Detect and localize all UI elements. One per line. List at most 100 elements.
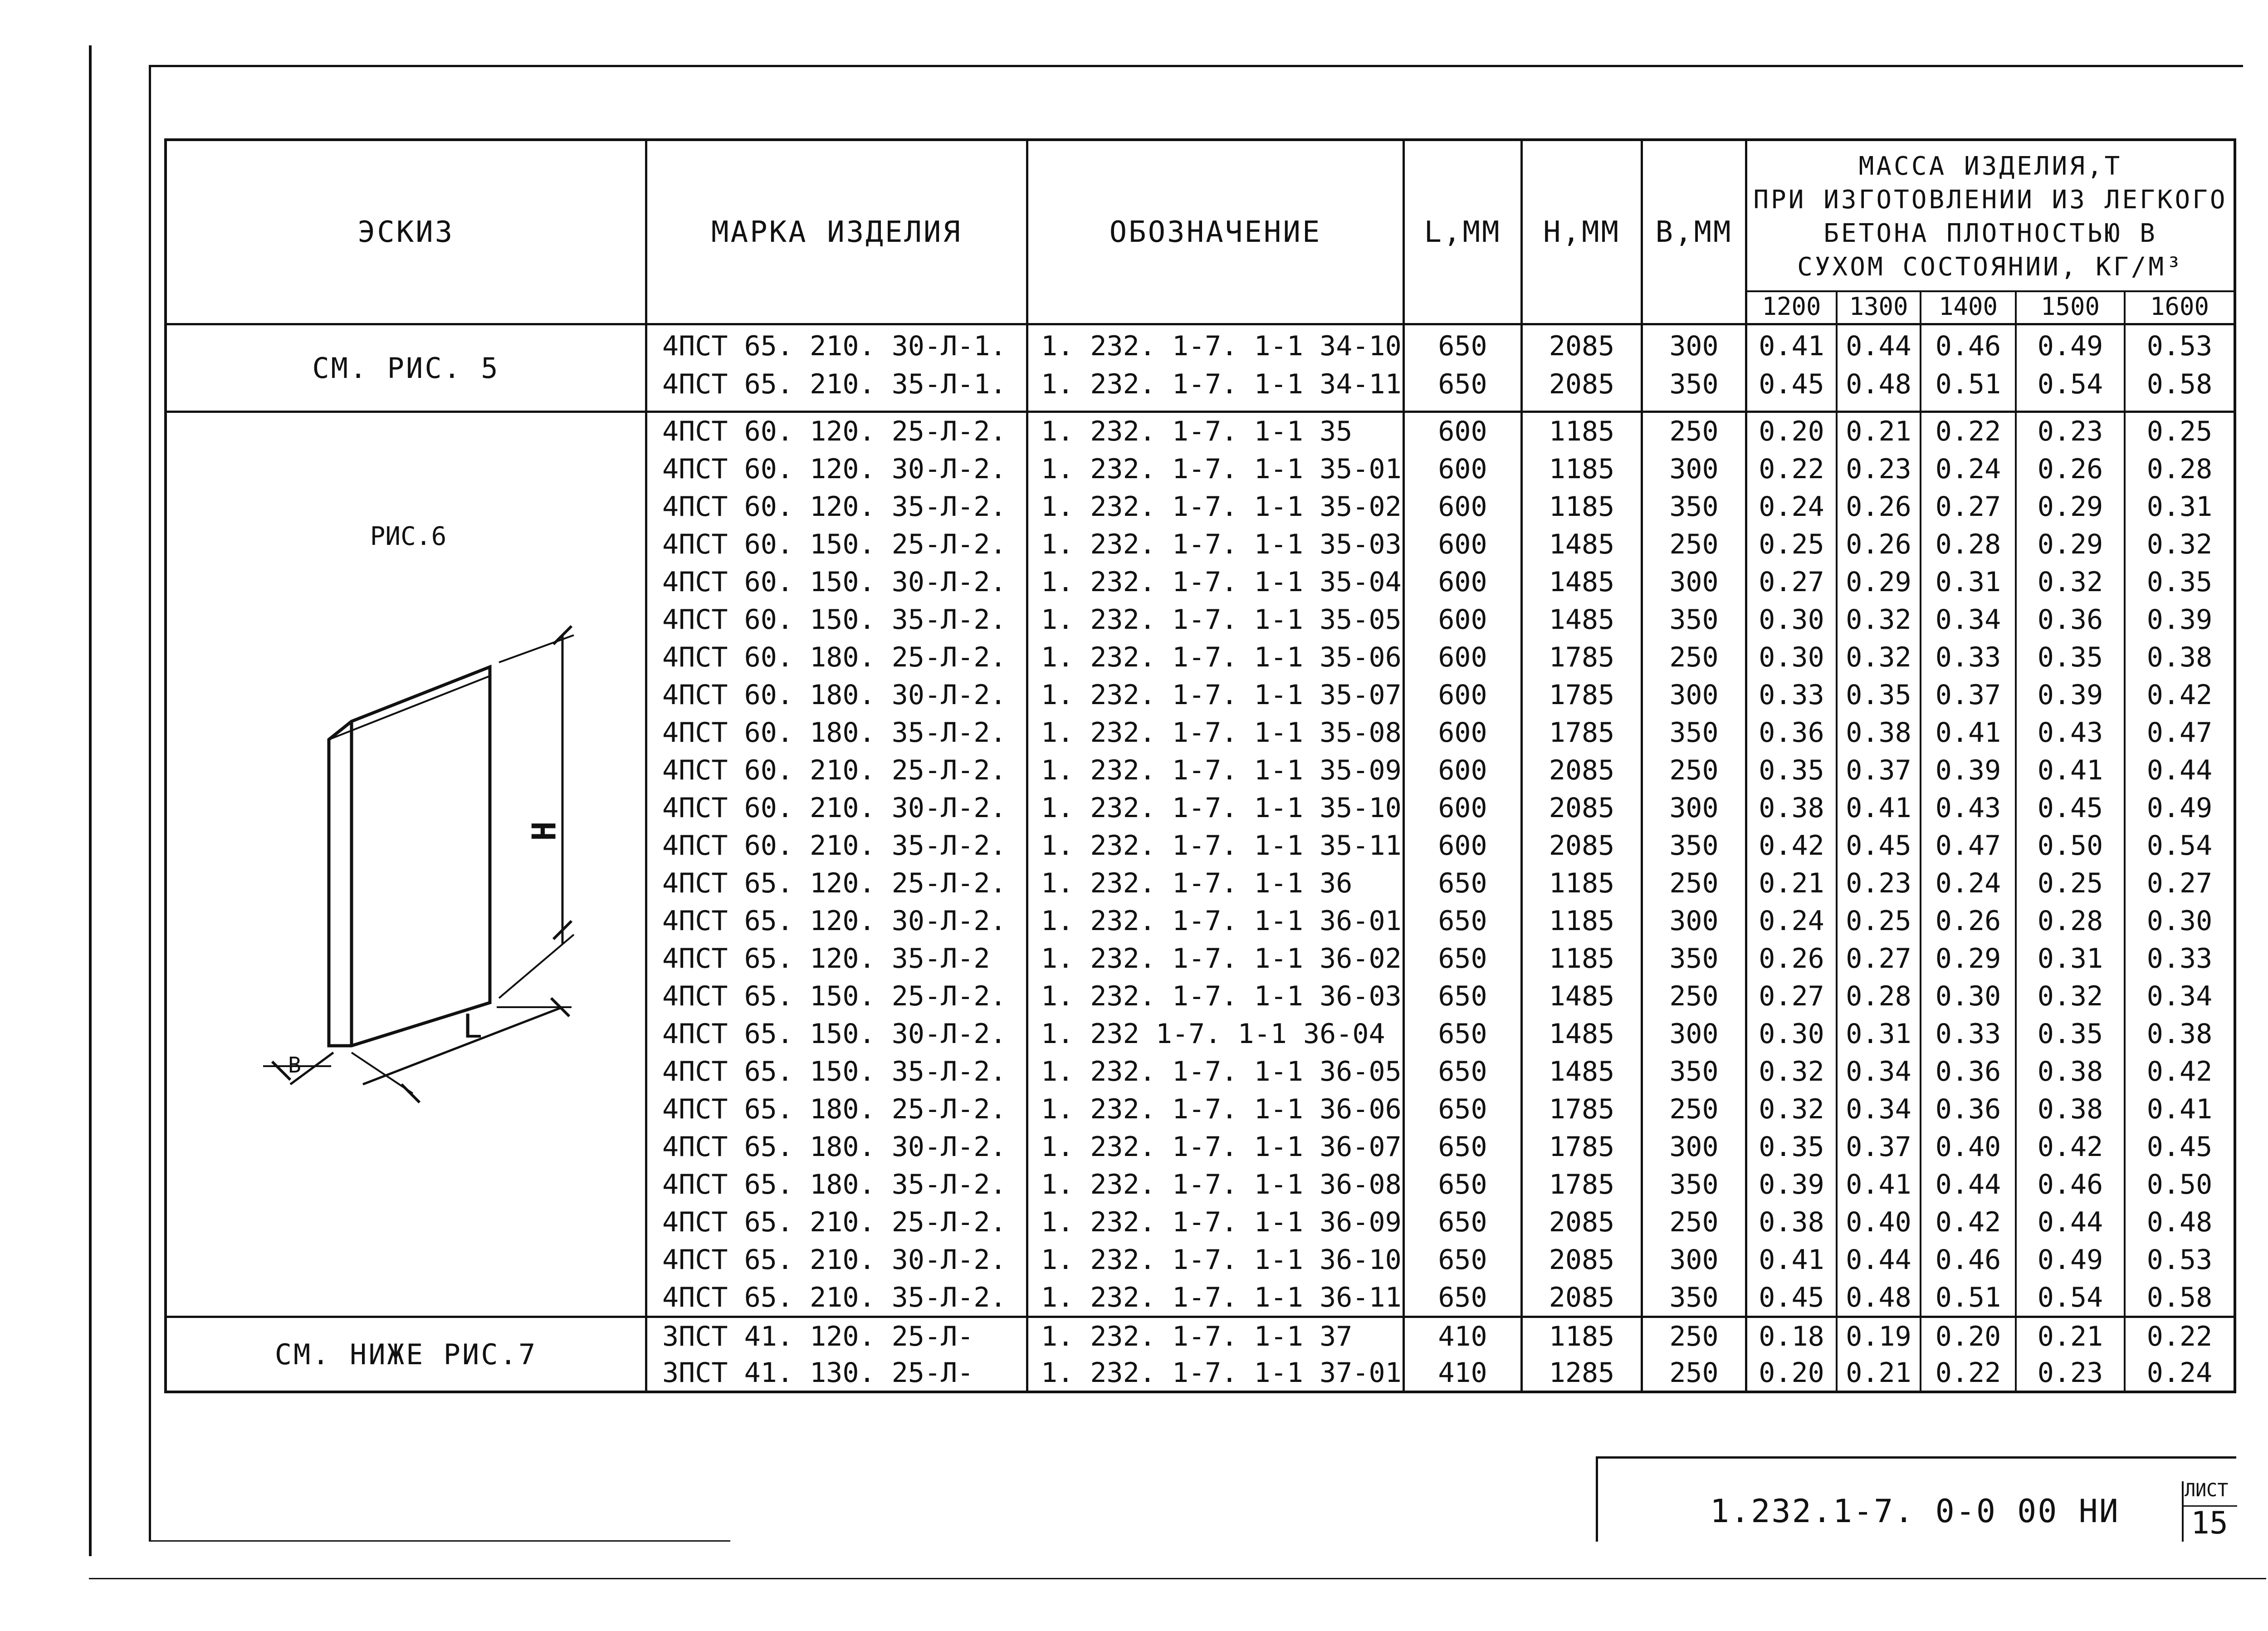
mark-cell: 4ПСТ 65. 180. 25-Л-2.: [662, 1093, 1007, 1125]
width-cell: 300: [1669, 1131, 1719, 1163]
mass-cell: 0.46: [1935, 1244, 2001, 1276]
mass-cell: 0.35: [1846, 679, 1911, 711]
mark-cell: 4ПСТ 65. 120. 35-Л-2: [662, 943, 990, 975]
mass-cell: 0.30: [2146, 905, 2213, 937]
density-header: 1200: [1762, 292, 1821, 321]
mass-cell: 0.21: [1846, 416, 1911, 447]
mass-cell: 0.39: [1759, 1169, 1824, 1200]
mass-cell: 0.41: [1935, 717, 2001, 749]
mass-cell: 0.23: [2037, 1357, 2103, 1389]
width-cell: 250: [1669, 1321, 1719, 1352]
designation-cell: 1. 232. 1-7. 1-1 35-11: [1041, 830, 1402, 862]
mass-cell: 0.44: [1935, 1169, 2001, 1200]
mass-cell: 0.23: [2037, 416, 2103, 447]
mass-cell: 0.50: [2146, 1169, 2213, 1200]
width-cell: 350: [1669, 943, 1719, 975]
sketch-cell-2: РИС.6: [370, 522, 447, 551]
mass-cell: 0.39: [1935, 754, 2001, 786]
mark-cell: 4ПСТ 65. 120. 30-Л-2.: [662, 905, 1007, 937]
height-cell: 1185: [1549, 416, 1615, 447]
height-cell: 1785: [1549, 679, 1615, 711]
mass-cell: 0.45: [1846, 830, 1911, 862]
mark-cell: 4ПСТ 65. 210. 35-Л-1.: [662, 368, 1007, 400]
length-cell: 650: [1438, 1131, 1487, 1163]
mark-cell: 4ПСТ 65. 150. 35-Л-2.: [662, 1056, 1007, 1087]
mass-cell: 0.38: [1759, 792, 1824, 824]
length-cell: 410: [1438, 1321, 1487, 1352]
mass-cell: 0.22: [1935, 416, 2001, 447]
mass-cell: 0.41: [2037, 754, 2103, 786]
mark-cell: 4ПСТ 65. 210. 30-Л-1.: [662, 330, 1007, 362]
designation-cell: 1. 232. 1-7. 1-1 35-10: [1041, 792, 1402, 824]
designation-cell: 1. 232. 1-7. 1-1 35-06: [1041, 642, 1402, 673]
mass-cell: 0.50: [2037, 830, 2103, 862]
width-cell: 300: [1669, 453, 1719, 485]
length-cell: 650: [1438, 943, 1487, 975]
mass-cell: 0.20: [1935, 1321, 2001, 1352]
width-cell: 250: [1669, 1357, 1719, 1389]
mass-cell: 0.49: [2146, 792, 2213, 824]
mass-cell: 0.41: [1759, 1244, 1824, 1276]
mass-cell: 0.20: [1759, 1357, 1824, 1389]
width-cell: 350: [1669, 491, 1719, 523]
header-sketch: ЭСКИЗ: [357, 215, 455, 249]
height-cell: 1285: [1549, 1357, 1615, 1389]
mass-cell: 0.49: [2037, 330, 2103, 362]
mass-cell: 0.35: [2146, 566, 2213, 598]
mass-cell: 0.42: [1759, 830, 1824, 862]
mass-cell: 0.28: [2146, 453, 2213, 485]
mass-cell: 0.30: [1759, 642, 1824, 673]
sheet-label: ЛИСТ: [2185, 1480, 2229, 1501]
width-cell: 350: [1669, 368, 1719, 400]
length-cell: 650: [1438, 1056, 1487, 1087]
width-cell: 300: [1669, 905, 1719, 937]
mark-cell: 4ПСТ 65. 120. 25-Л-2.: [662, 867, 1007, 899]
frame-bottom-long: [89, 1578, 2266, 1579]
mass-cell: 0.36: [1935, 1093, 2001, 1125]
length-cell: 600: [1438, 491, 1487, 523]
mass-cell: 0.21: [2037, 1321, 2103, 1352]
mark-cell: 4ПСТ 65. 150. 25-Л-2.: [662, 980, 1007, 1012]
mark-cell: 4ПСТ 60. 210. 25-Л-2.: [662, 754, 1007, 786]
mass-cell: 0.45: [1759, 368, 1824, 400]
length-cell: 650: [1438, 1169, 1487, 1200]
header-height: H,ММ: [1543, 215, 1621, 249]
mass-cell: 0.37: [1846, 754, 1911, 786]
header-mass: МАССА ИЗДЕЛИЯ,Т ПРИ ИЗГОТОВЛЕНИИ ИЗ ЛЕГК…: [1753, 152, 2228, 282]
mass-cell: 0.44: [2146, 754, 2213, 786]
mass-cell: 0.21: [1759, 867, 1824, 899]
length-cell: 650: [1438, 1282, 1487, 1313]
mass-cell: 0.38: [2037, 1093, 2103, 1125]
density-header: 1300: [1849, 292, 1908, 321]
mass-cell: 0.34: [1846, 1093, 1911, 1125]
mass-cell: 0.36: [1759, 717, 1824, 749]
designation-cell: 1. 232. 1-7. 1-1 36-11: [1041, 1282, 1402, 1313]
mass-cell: 0.31: [2037, 943, 2103, 975]
mass-cell: 0.29: [1846, 566, 1911, 598]
mass-cell: 0.26: [1759, 943, 1824, 975]
titleblock-top: [1597, 1456, 2236, 1459]
height-cell: 1485: [1549, 1056, 1615, 1087]
designation-cell: 1. 232. 1-7. 1-1 34-10: [1041, 330, 1402, 362]
sketch-cell-1: СМ. РИС. 5: [312, 351, 500, 385]
mass-cell: 0.53: [2146, 330, 2213, 362]
length-cell: 650: [1438, 368, 1487, 400]
mass-cell: 0.43: [2037, 717, 2103, 749]
designation-cell: 1. 232. 1-7. 1-1 36-02: [1041, 943, 1402, 975]
mass-cell: 0.35: [1759, 754, 1824, 786]
mass-cell: 0.38: [1846, 717, 1911, 749]
height-cell: 1485: [1549, 604, 1615, 636]
length-cell: 600: [1438, 453, 1487, 485]
designation-cell: 1. 232. 1-7. 1-1 36-09: [1041, 1206, 1402, 1238]
length-cell: 410: [1438, 1357, 1487, 1389]
mass-cell: 0.42: [2037, 1131, 2103, 1163]
height-cell: 1185: [1549, 453, 1615, 485]
designation-cell: 1. 232. 1-7. 1-1 35-07: [1041, 679, 1402, 711]
mass-cell: 0.33: [1935, 1018, 2001, 1050]
mark-cell: 4ПСТ 60. 120. 25-Л-2.: [662, 416, 1007, 447]
mark-cell: 4ПСТ 60. 210. 35-Л-2.: [662, 830, 1007, 862]
mass-cell: 0.19: [1846, 1321, 1911, 1352]
mark-cell: 4ПСТ 65. 180. 35-Л-2.: [662, 1169, 1007, 1200]
mass-cell: 0.29: [2037, 529, 2103, 560]
header-designation: ОБОЗНАЧЕНИЕ: [1109, 215, 1322, 249]
